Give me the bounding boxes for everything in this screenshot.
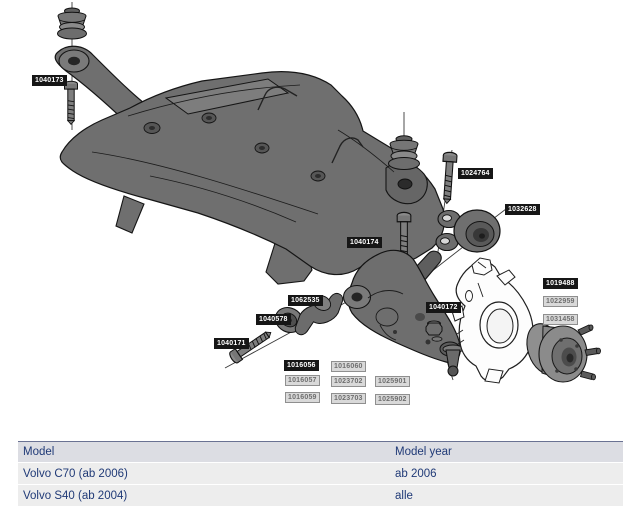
part-number-label[interactable]: 1040174 (347, 237, 382, 248)
part-number-label[interactable]: 1025902 (375, 394, 410, 405)
part-number-label[interactable]: 1040173 (32, 75, 67, 86)
parts-diagram-drawing (54, 2, 601, 384)
control-arm-front-bushing-drawing (227, 292, 344, 365)
part-number-label[interactable]: 1023702 (331, 376, 366, 387)
subframe-bushing-rear-drawing (388, 135, 420, 265)
model-cell[interactable]: Volvo S40 (ab 2004) (23, 489, 128, 502)
part-number-label[interactable]: 1040172 (426, 302, 461, 313)
column-header-model-year: Model year (395, 446, 452, 458)
subframe-drawing (54, 45, 446, 285)
brake-line-brackets (257, 86, 364, 164)
part-number-label[interactable]: 1016060 (331, 361, 366, 372)
part-number-label[interactable]: 1016059 (285, 392, 320, 403)
part-number-label[interactable]: 1040171 (214, 338, 249, 349)
part-number-label[interactable]: 1062535 (288, 295, 323, 306)
part-number-label[interactable]: 1016056 (284, 360, 319, 371)
wheel-hub-drawing (526, 323, 601, 383)
part-number-label[interactable]: 1022959 (543, 296, 578, 307)
part-number-label[interactable]: 1023703 (331, 393, 366, 404)
bolt-drawing (63, 80, 79, 125)
model-year-cell: ab 2006 (395, 467, 437, 480)
ball-joint-drawing (425, 320, 464, 377)
part-number-label[interactable]: 1019488 (543, 278, 578, 289)
bolt-drawing (439, 151, 458, 205)
part-number-label[interactable]: 1032628 (505, 204, 540, 215)
parts-diagram: 1040173 1040174 1024764 1032628 1019488 … (32, 2, 601, 405)
model-year-cell: alle (395, 489, 413, 502)
part-number-label[interactable]: 1040578 (256, 314, 291, 325)
part-number-label[interactable]: 1025901 (375, 376, 410, 387)
table-row[interactable]: Volvo C70 (ab 2006) ab 2006 (18, 463, 623, 484)
part-number-label[interactable]: 1031458 (543, 314, 578, 325)
control-arm-bushing-bracket-drawing (435, 209, 501, 253)
subframe-bushing-front-drawing (57, 7, 87, 125)
column-header-model: Model (23, 446, 55, 458)
model-table-header: Model Model year (18, 441, 623, 462)
steering-knuckle-drawing (451, 257, 534, 384)
part-number-label[interactable]: 1016057 (285, 375, 320, 386)
model-table: Model Model year Volvo C70 (ab 2006) ab … (18, 441, 623, 506)
table-row[interactable]: Volvo S40 (ab 2004) alle (18, 485, 623, 506)
part-number-label[interactable]: 1024764 (458, 168, 493, 179)
wheel-studs-drawing (577, 324, 601, 381)
model-cell[interactable]: Volvo C70 (ab 2006) (23, 467, 128, 480)
